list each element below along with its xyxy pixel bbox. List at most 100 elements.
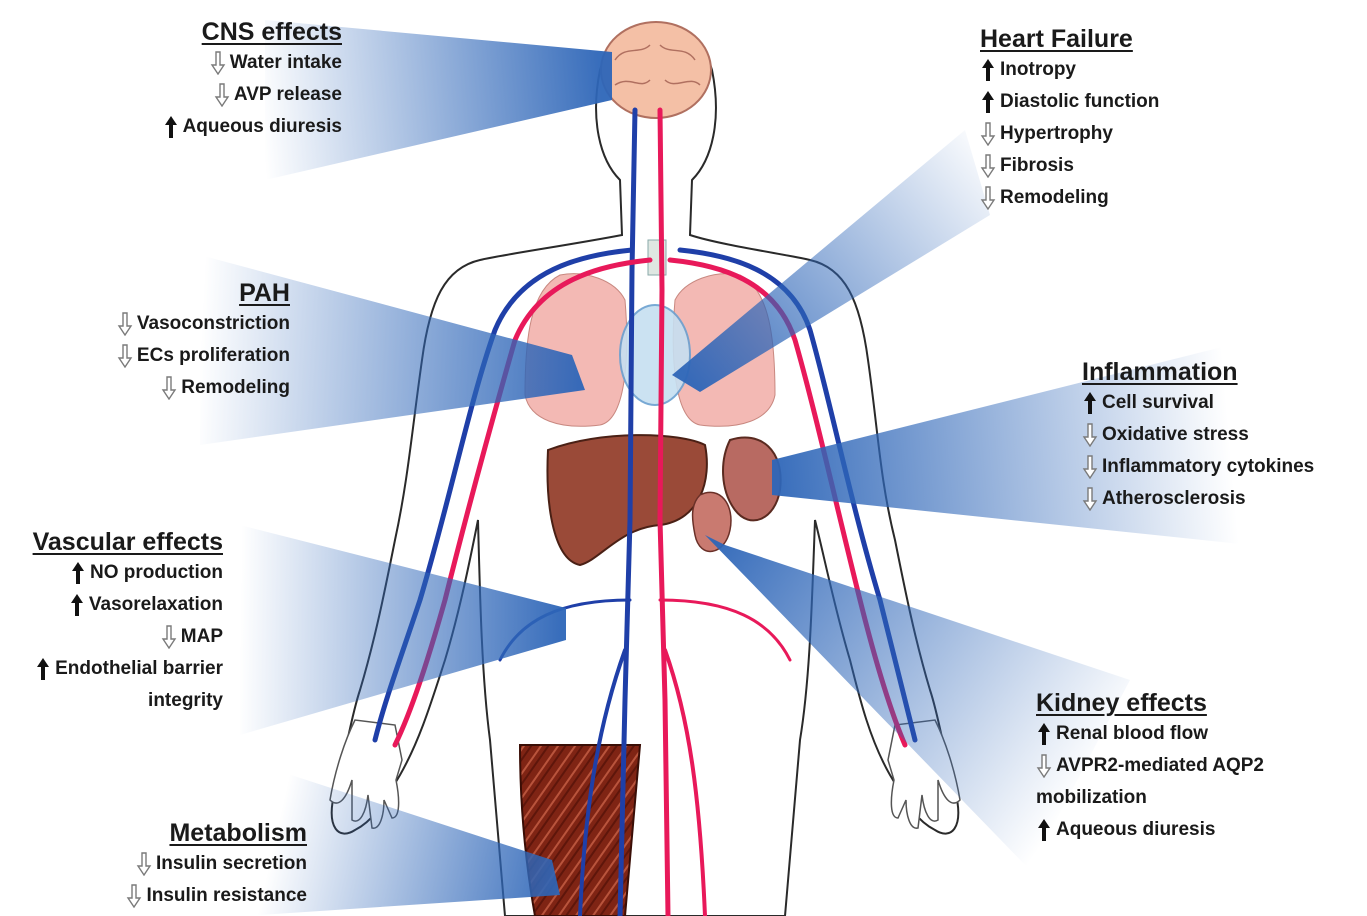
- heart-failure-list: Inotropy Diastolic function Hypertrophy …: [980, 54, 1210, 214]
- effect-item: Oxidative stress: [1082, 419, 1352, 451]
- effect-label: Insulin resistance: [146, 880, 307, 912]
- effect-item: Insulin secretion: [100, 848, 307, 880]
- effect-item: Remodeling: [70, 372, 290, 404]
- effect-item: Aqueous diuresis: [1036, 814, 1306, 846]
- down-arrow-icon: [980, 186, 996, 210]
- down-arrow-icon: [980, 122, 996, 146]
- down-arrow-icon: [1036, 754, 1052, 778]
- down-arrow-icon: [161, 625, 177, 649]
- effect-label: Vasoconstriction: [137, 308, 290, 340]
- kidney-effects-title: Kidney effects: [1036, 688, 1306, 718]
- effect-item: Diastolic function: [980, 86, 1210, 118]
- effect-label: MAP: [181, 621, 223, 653]
- effect-label: Remodeling: [1000, 182, 1109, 214]
- down-arrow-icon: [1082, 487, 1098, 511]
- effect-label: Diastolic function: [1000, 86, 1159, 118]
- effect-label: ECs proliferation: [137, 340, 290, 372]
- vascular-effects-panel: Vascular effects NO production Vasorelax…: [8, 527, 223, 717]
- up-arrow-icon: [1082, 391, 1098, 415]
- effect-label: AVPR2-mediated AQP2: [1056, 750, 1264, 782]
- stomach: [723, 437, 781, 520]
- up-arrow-icon: [980, 90, 996, 114]
- cns-effects-panel: CNS effects Water intake AVP release Aqu…: [130, 17, 342, 143]
- inflammation-panel: Inflammation Cell survival Oxidative str…: [1082, 357, 1352, 515]
- effect-item: MAP: [8, 621, 223, 653]
- effect-item: Renal blood flow: [1036, 718, 1306, 750]
- effect-label: Insulin secretion: [156, 848, 307, 880]
- heart-beam: [672, 130, 990, 392]
- effect-item: Vasorelaxation: [8, 589, 223, 621]
- effect-item: Insulin resistance: [100, 880, 307, 912]
- down-arrow-icon: [980, 154, 996, 178]
- cns-effects-list: Water intake AVP release Aqueous diuresi…: [130, 47, 342, 143]
- down-arrow-icon: [1082, 423, 1098, 447]
- effect-item: ECs proliferation: [70, 340, 290, 372]
- down-arrow-icon: [1082, 455, 1098, 479]
- brain: [601, 22, 711, 118]
- heart-failure-panel: Heart Failure Inotropy Diastolic functio…: [980, 24, 1210, 214]
- kidney-effects-list: Renal blood flow AVPR2-mediated AQP2mobi…: [1036, 718, 1306, 846]
- down-arrow-icon: [161, 376, 177, 400]
- effect-label: Water intake: [230, 47, 342, 79]
- effect-label: integrity: [148, 685, 223, 717]
- vascular-effects-list: NO production Vasorelaxation MAP Endothe…: [8, 557, 223, 717]
- effect-label: Fibrosis: [1000, 150, 1074, 182]
- kidney-effects-panel: Kidney effects Renal blood flow AVPR2-me…: [1036, 688, 1306, 846]
- pah-panel: PAH Vasoconstriction ECs proliferation R…: [70, 278, 290, 404]
- effect-item: NO production: [8, 557, 223, 589]
- effect-item: Vasoconstriction: [70, 308, 290, 340]
- kidney: [693, 492, 731, 551]
- effect-item: Remodeling: [980, 182, 1210, 214]
- effect-item: AVP release: [130, 79, 342, 111]
- effect-label: mobilization: [1036, 782, 1147, 814]
- up-arrow-icon: [1036, 818, 1052, 842]
- effect-label: Cell survival: [1102, 387, 1214, 419]
- effect-item: integrity: [8, 685, 223, 717]
- effect-item: Water intake: [130, 47, 342, 79]
- metabolism-panel: Metabolism Insulin secretion Insulin res…: [100, 818, 307, 912]
- down-arrow-icon: [117, 344, 133, 368]
- vascular-effects-title: Vascular effects: [8, 527, 223, 557]
- cns-effects-title: CNS effects: [130, 17, 342, 47]
- effect-item: Inotropy: [980, 54, 1210, 86]
- pah-list: Vasoconstriction ECs proliferation Remod…: [70, 308, 290, 404]
- pah-title: PAH: [70, 278, 290, 308]
- up-arrow-icon: [35, 657, 51, 681]
- up-arrow-icon: [163, 115, 179, 139]
- effect-item: Endothelial barrier: [8, 653, 223, 685]
- down-arrow-icon: [210, 51, 226, 75]
- metabolism-list: Insulin secretion Insulin resistance: [100, 848, 307, 912]
- effect-item: Cell survival: [1082, 387, 1352, 419]
- effect-label: AVP release: [234, 79, 342, 111]
- effect-label: Hypertrophy: [1000, 118, 1113, 150]
- up-arrow-icon: [1036, 722, 1052, 746]
- effect-label: Oxidative stress: [1102, 419, 1249, 451]
- down-arrow-icon: [126, 884, 142, 908]
- up-arrow-icon: [69, 593, 85, 617]
- effect-item: Fibrosis: [980, 150, 1210, 182]
- down-arrow-icon: [117, 312, 133, 336]
- effect-label: Inotropy: [1000, 54, 1076, 86]
- effect-label: Endothelial barrier: [55, 653, 223, 685]
- effect-label: NO production: [90, 557, 223, 589]
- inflammation-title: Inflammation: [1082, 357, 1352, 387]
- effect-label: Vasorelaxation: [89, 589, 223, 621]
- effect-item: Atherosclerosis: [1082, 483, 1352, 515]
- effect-label: Inflammatory cytokines: [1102, 451, 1314, 483]
- inflammation-list: Cell survival Oxidative stress Inflammat…: [1082, 387, 1352, 515]
- up-arrow-icon: [70, 561, 86, 585]
- effect-label: Renal blood flow: [1056, 718, 1208, 750]
- down-arrow-icon: [214, 83, 230, 107]
- hands: [330, 720, 960, 828]
- down-arrow-icon: [136, 852, 152, 876]
- effect-item: AVPR2-mediated AQP2: [1036, 750, 1306, 782]
- effect-item: Hypertrophy: [980, 118, 1210, 150]
- up-arrow-icon: [980, 58, 996, 82]
- effect-item: Aqueous diuresis: [130, 111, 342, 143]
- heart-failure-title: Heart Failure: [980, 24, 1210, 54]
- effect-item: Inflammatory cytokines: [1082, 451, 1352, 483]
- effect-label: Aqueous diuresis: [183, 111, 342, 143]
- effect-label: Remodeling: [181, 372, 290, 404]
- metabolism-title: Metabolism: [100, 818, 307, 848]
- effect-label: Aqueous diuresis: [1056, 814, 1215, 846]
